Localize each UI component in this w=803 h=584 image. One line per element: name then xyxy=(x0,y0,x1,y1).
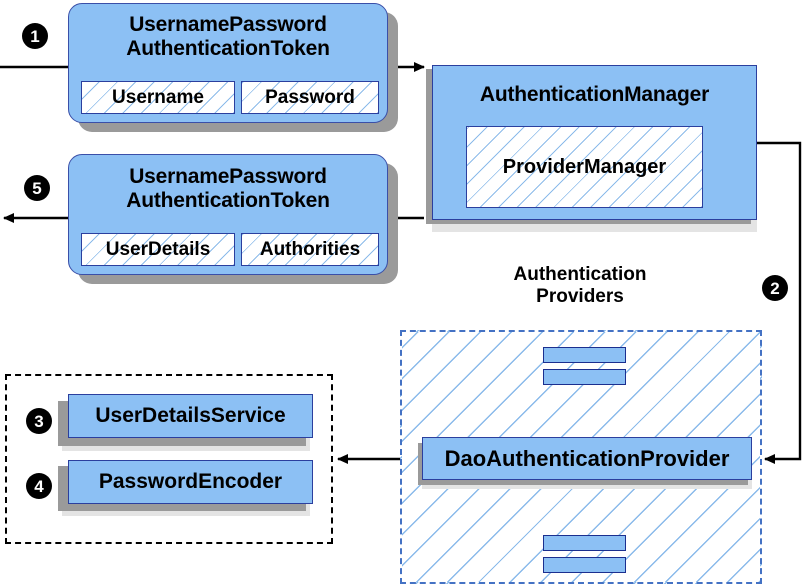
request-token-title-line1: UsernamePassword xyxy=(129,13,327,36)
response-token-field-authorities[interactable]: Authorities xyxy=(241,233,379,266)
badge-step-5-number: 5 xyxy=(32,178,42,198)
password-encoder-card[interactable]: PasswordEncoder xyxy=(68,460,313,504)
request-token-field-password[interactable]: Password xyxy=(241,81,379,114)
request-token-field-username-label: Username xyxy=(112,86,204,108)
dao-authentication-provider-label: DaoAuthenticationProvider xyxy=(444,445,730,471)
badge-step-1-number: 1 xyxy=(30,26,40,46)
badge-step-4-number: 4 xyxy=(34,476,44,496)
password-encoder-label: PasswordEncoder xyxy=(98,470,283,493)
provider-manager-label: ProviderManager xyxy=(502,155,667,178)
badge-step-5: 5 xyxy=(24,175,50,201)
authentication-manager-title: AuthenticationManager xyxy=(479,83,710,106)
response-token-field-userdetails-label: UserDetails xyxy=(105,238,211,260)
authentication-providers-label-line1: Authentication xyxy=(513,264,647,285)
request-token-field-username[interactable]: Username xyxy=(81,81,235,114)
response-token-field-userdetails[interactable]: UserDetails xyxy=(81,233,235,266)
other-provider-bar-bottom-2[interactable] xyxy=(543,557,626,573)
request-token-title: UsernamePassword AuthenticationToken xyxy=(69,13,387,61)
request-token-title-line2: AuthenticationToken xyxy=(126,36,330,60)
provider-manager-box[interactable]: ProviderManager xyxy=(466,126,703,208)
authentication-manager-card[interactable]: AuthenticationManager ProviderManager xyxy=(432,65,757,220)
response-token-card[interactable]: UsernamePassword AuthenticationToken Use… xyxy=(68,154,388,275)
badge-step-2: 2 xyxy=(762,275,788,301)
badge-step-4: 4 xyxy=(26,473,52,499)
response-token-field-authorities-label: Authorities xyxy=(259,238,361,260)
user-details-service-label: UserDetailsService xyxy=(95,404,286,427)
user-details-service-card[interactable]: UserDetailsService xyxy=(68,394,313,438)
other-provider-bar-top-1[interactable] xyxy=(543,347,626,363)
other-provider-bar-top-2[interactable] xyxy=(543,369,626,385)
authentication-providers-label: Authentication Providers xyxy=(460,264,700,308)
badge-step-1: 1 xyxy=(22,23,48,49)
response-token-title: UsernamePassword AuthenticationToken xyxy=(69,165,387,213)
manager-to-provider-arrow xyxy=(757,141,802,464)
request-token-card[interactable]: UsernamePassword AuthenticationToken Use… xyxy=(68,3,388,123)
response-token-title-line2: AuthenticationToken xyxy=(126,188,330,212)
other-provider-bar-bottom-1[interactable] xyxy=(543,535,626,551)
authentication-providers-label-line2: Providers xyxy=(536,286,624,308)
response-token-title-line1: UsernamePassword xyxy=(129,165,327,188)
dao-authentication-provider-card[interactable]: DaoAuthenticationProvider xyxy=(422,437,752,480)
badge-step-3: 3 xyxy=(26,408,52,434)
badge-step-2-number: 2 xyxy=(770,278,780,298)
badge-step-3-number: 3 xyxy=(34,411,44,431)
request-token-field-password-label: Password xyxy=(265,86,355,108)
